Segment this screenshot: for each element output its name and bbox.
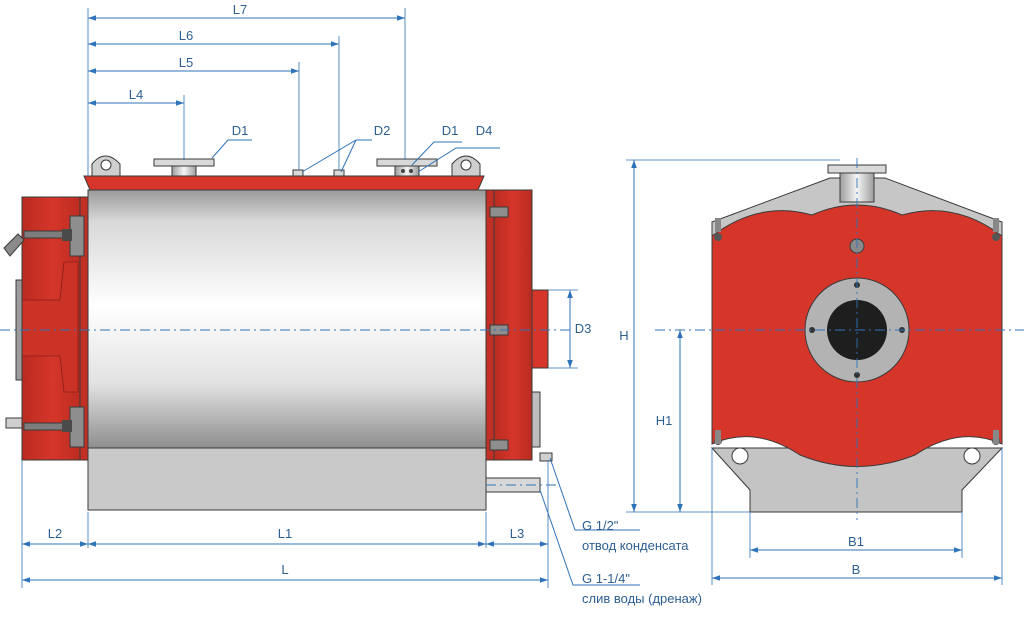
front-door (3, 196, 89, 461)
connection-notes: G 1/2" отвод конденсата G 1-1/4" слив во… (582, 518, 702, 606)
label-d4: D4 (476, 123, 493, 138)
note-condensate-thread: G 1/2" (582, 518, 619, 533)
label-l1: L1 (278, 526, 292, 541)
label-d2: D2 (374, 123, 391, 138)
label-l4: L4 (129, 87, 143, 102)
dimension-lines-side (21, 8, 640, 588)
dimension-lines-front (626, 159, 1003, 585)
note-drain-thread: G 1-1/4" (582, 571, 630, 586)
label-l5: L5 (179, 55, 193, 70)
label-d1-left: D1 (232, 123, 249, 138)
label-b1: B1 (848, 534, 864, 549)
lifting-lug-right (451, 155, 481, 177)
top-red-cover (83, 175, 485, 191)
side-view (3, 155, 553, 511)
dimension-labels: L7 L6 L5 L4 D1 D2 D1 D4 D3 L2 L1 L3 L H … (48, 2, 864, 577)
note-drain-text: слив воды (дренаж) (582, 591, 702, 606)
nozzle-d2-right (333, 169, 345, 177)
label-l6: L6 (179, 28, 193, 43)
nozzle-d2-left (292, 169, 304, 177)
label-d1-right: D1 (442, 123, 459, 138)
label-l7: L7 (233, 2, 247, 17)
boiler-shell (87, 189, 487, 449)
rear-smoke-box (485, 189, 549, 461)
label-h: H (619, 328, 628, 343)
label-l3: L3 (510, 526, 524, 541)
base-plate (87, 447, 487, 511)
label-h1: H1 (656, 413, 673, 428)
label-l: L (281, 562, 288, 577)
label-b: B (852, 562, 861, 577)
label-l2: L2 (48, 526, 62, 541)
flange-d1-right (376, 158, 438, 177)
flange-d1-left (153, 158, 215, 177)
note-condensate-text: отвод конденсата (582, 538, 689, 553)
label-d3: D3 (575, 321, 592, 336)
condensate-pipe (539, 452, 553, 462)
lifting-lug-left (91, 155, 121, 177)
